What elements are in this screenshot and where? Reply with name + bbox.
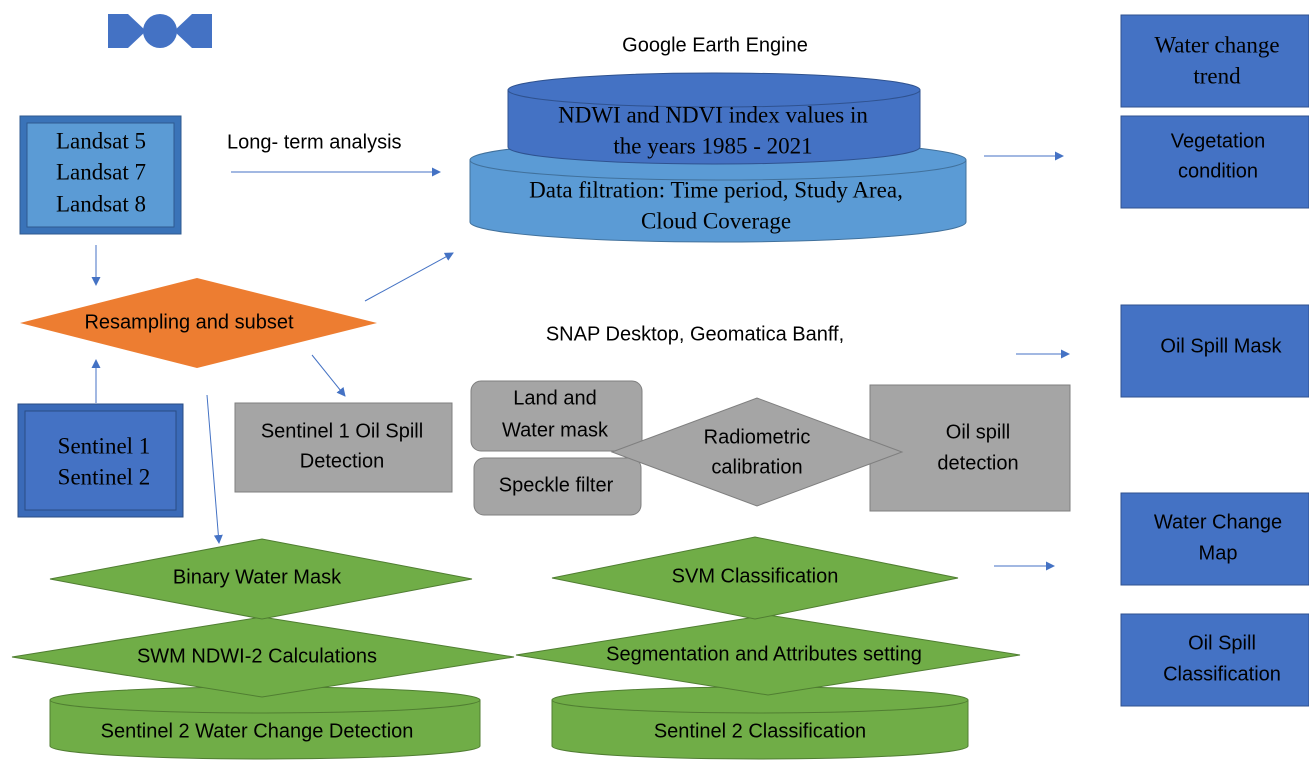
arrow-resampling-to-gee bbox=[364, 252, 454, 302]
sentinel1-oil-spill-line-1: Sentinel 1 Oil Spill bbox=[261, 420, 423, 442]
resampling-label: Resampling and subset bbox=[84, 311, 293, 333]
land-water-mask-line-1: Land and bbox=[513, 387, 596, 409]
oil-spill-class-line-2: Classification bbox=[1163, 663, 1281, 685]
vegetation-condition-box: Vegetation condition bbox=[1120, 115, 1309, 209]
speckle-filter-label: Speckle filter bbox=[499, 474, 614, 496]
water-change-stack: Sentinel 2 Water Change Detection SWM ND… bbox=[11, 538, 515, 760]
classification-stack: Sentinel 2 Classification Segmentation a… bbox=[515, 536, 1021, 760]
oil-spill-class-line-1: Oil Spill bbox=[1188, 632, 1256, 654]
sentinel-1-label: Sentinel 1 bbox=[58, 433, 151, 458]
water-change-map-box: Water Change Map bbox=[1120, 492, 1309, 586]
land-water-mask-box: Land and Water mask bbox=[470, 380, 643, 452]
sentinel2-classification-label: Sentinel 2 Classification bbox=[654, 720, 866, 742]
speckle-filter-box: Speckle filter bbox=[473, 457, 642, 516]
oil-spill-classification-box: Oil Spill Classification bbox=[1120, 613, 1309, 707]
oil-spill-mask-label: Oil Spill Mask bbox=[1160, 335, 1282, 357]
land-water-mask-line-2: Water mask bbox=[502, 419, 609, 441]
vegetation-line-2: condition bbox=[1178, 160, 1258, 182]
data-filtration-line-1: Data filtration: Time period, Study Area… bbox=[529, 177, 903, 202]
oil-spill-mask-box: Oil Spill Mask bbox=[1120, 304, 1309, 398]
gee-database: Data filtration: Time period, Study Area… bbox=[469, 72, 967, 243]
long-term-analysis-label: Long- term analysis bbox=[227, 131, 402, 153]
vegetation-line-1: Vegetation bbox=[1171, 130, 1266, 152]
radiometric-line-1: Radiometric bbox=[704, 426, 811, 448]
water-change-db-label: Sentinel 2 Water Change Detection bbox=[101, 720, 414, 742]
landsat-sources-box: Landsat 5 Landsat 7 Landsat 8 bbox=[19, 115, 182, 235]
bowtie-logo-icon bbox=[108, 14, 212, 48]
arrow-resampling-to-water-mask bbox=[206, 394, 223, 544]
segmentation-label: Segmentation and Attributes setting bbox=[606, 643, 922, 665]
radiometric-line-2: calibration bbox=[711, 456, 802, 478]
arrow-resampling-to-oil-box bbox=[311, 354, 346, 397]
water-change-map-line-2: Map bbox=[1199, 542, 1238, 564]
radiometric-calibration-diamond: Radiometric calibration bbox=[610, 397, 904, 507]
oil-spill-detection-line-2: detection bbox=[937, 452, 1018, 474]
water-change-trend-line-1: Water change bbox=[1154, 32, 1279, 57]
oil-spill-detection-line-1: Oil spill bbox=[946, 421, 1010, 443]
swm-ndwi-label: SWM NDWI-2 Calculations bbox=[137, 645, 377, 667]
ndwi-ndvi-line-1: NDWI and NDVI index values in bbox=[558, 102, 868, 127]
sentinel1-oil-spill-box: Sentinel 1 Oil Spill Detection bbox=[234, 402, 453, 493]
oil-spill-detection-box: Oil spill detection bbox=[869, 384, 1071, 512]
connector-arrows bbox=[91, 151, 1070, 571]
google-earth-engine-label: Google Earth Engine bbox=[622, 34, 808, 56]
data-filtration-line-2: Cloud Coverage bbox=[641, 208, 791, 233]
snap-tools-label: SNAP Desktop, Geomatica Banff, bbox=[546, 323, 844, 345]
resampling-diamond: Resampling and subset bbox=[20, 278, 377, 368]
binary-water-mask-label: Binary Water Mask bbox=[173, 566, 342, 588]
sentinel-sources-box: Sentinel 1 Sentinel 2 bbox=[17, 403, 184, 518]
svm-classification-label: SVM Classification bbox=[672, 565, 839, 587]
sentinel-2-label: Sentinel 2 bbox=[58, 464, 151, 489]
water-change-map-line-1: Water Change bbox=[1154, 511, 1282, 533]
landsat-5-label: Landsat 5 bbox=[56, 128, 146, 153]
landsat-8-label: Landsat 8 bbox=[56, 191, 146, 216]
sentinel1-oil-spill-line-2: Detection bbox=[300, 450, 385, 472]
ndwi-ndvi-line-2: the years 1985 - 2021 bbox=[613, 133, 812, 158]
landsat-7-label: Landsat 7 bbox=[56, 159, 146, 184]
water-change-trend-box: Water change trend bbox=[1120, 14, 1309, 108]
water-change-trend-line-2: trend bbox=[1193, 63, 1241, 88]
